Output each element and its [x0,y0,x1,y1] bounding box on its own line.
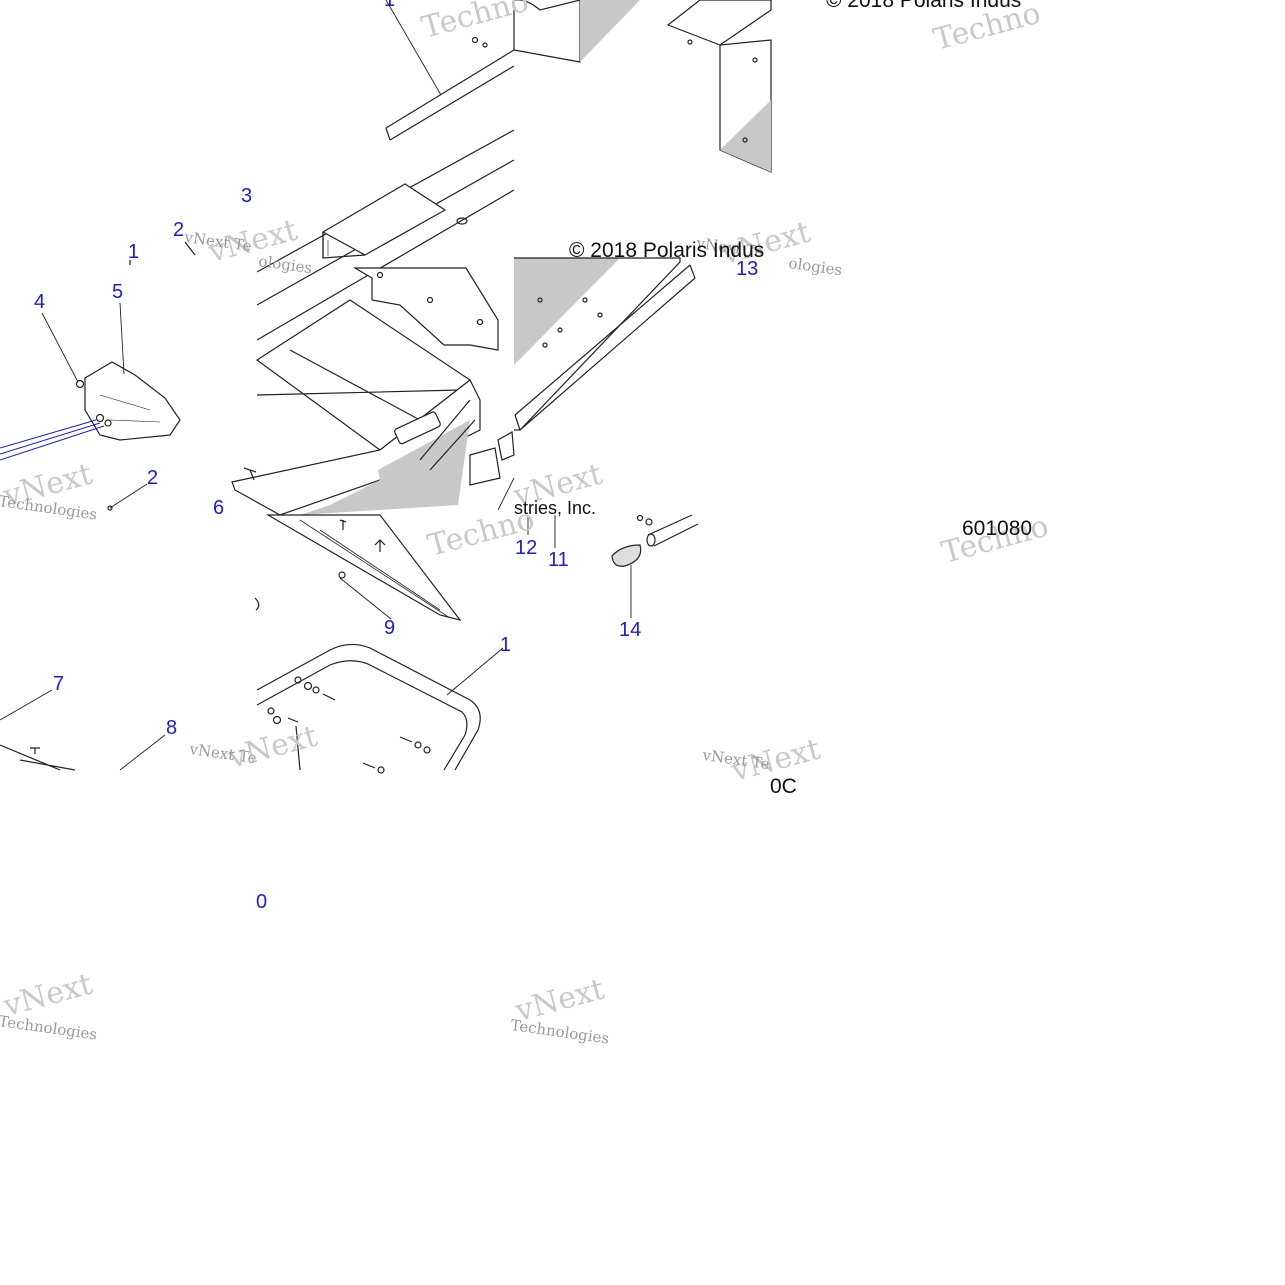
callout-number: 8 [166,717,178,739]
callout-number: 0 [256,891,268,913]
callout-number: 3 [241,185,253,207]
copyright-notice: © 2018 Polaris Indus [569,239,765,262]
callout-number: 2 [147,467,159,489]
floor-panel-upper [256,129,515,341]
bracket-part [352,267,499,351]
callout-number: 6 [213,497,225,519]
cargo-box [231,299,481,516]
cover-part [0,302,181,511]
side-rail-upper [385,0,515,141]
leader-lines-left [0,241,260,771]
callout-number: 1 [384,0,396,11]
callout-number: 11 [548,549,569,571]
callout-number: 9 [384,617,396,639]
callout-number: 1 [500,634,512,656]
document-number: 601080 [962,517,1033,540]
bumper-loop [256,643,504,774]
callout-number: 5 [112,281,124,303]
document-number: 0C [770,775,797,798]
crossmember-part [265,514,462,621]
callout-number: 13 [736,258,759,280]
storage-box-top [513,0,772,173]
callout-number: 4 [34,291,46,313]
callout-number: 12 [515,537,538,559]
copyright-notice: © 2018 Polaris Indus [826,0,1022,12]
tube-and-grip [527,514,699,618]
callout-number: 14 [619,619,642,641]
side-panel-center [469,257,696,511]
callout-number: 2 [173,219,185,241]
callout-number: 7 [53,673,65,695]
callout-number: 1 [128,241,140,263]
copyright-fragment: stries, Inc. [514,498,597,518]
